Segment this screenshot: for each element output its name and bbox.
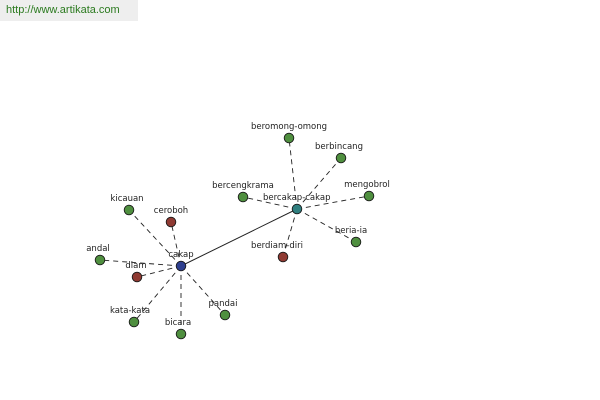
node-diam[interactable]: [131, 271, 143, 283]
edge-bercakap-cakap-berbincang: [296, 157, 342, 210]
edge-cakap-ceroboh: [170, 221, 182, 267]
labels-layer: cakap bercakap-cakap kicauan ceroboh andal di…: [86, 122, 390, 328]
node-label-kata-kata[interactable]: kata-kata: [110, 306, 150, 316]
node-label-mengobrol[interactable]: mengobrol: [344, 180, 390, 190]
node-cakap[interactable]: [175, 260, 187, 272]
edge-cakap-kicauan: [128, 209, 182, 267]
node-beria-ia[interactable]: [350, 236, 362, 248]
node-beromong-omong[interactable]: [283, 132, 295, 144]
node-andal[interactable]: [94, 254, 106, 266]
edges-layer: [99, 137, 370, 334]
edge-cakap-andal: [99, 259, 182, 267]
node-kata-kata[interactable]: [128, 316, 140, 328]
node-label-kicauan[interactable]: kicauan: [110, 194, 143, 204]
node-label-berdiam-diri[interactable]: berdiam-diri: [251, 241, 303, 251]
site-url-banner[interactable]: http://www.artikata.com: [0, 0, 138, 21]
node-label-pandai[interactable]: pandai: [209, 299, 238, 309]
node-mengobrol[interactable]: [363, 190, 375, 202]
node-kicauan[interactable]: [123, 204, 135, 216]
node-bercengkrama[interactable]: [237, 191, 249, 203]
edge-cakap-diam: [136, 265, 182, 278]
node-pandai[interactable]: [219, 309, 231, 321]
node-berbincang[interactable]: [335, 152, 347, 164]
node-label-cakap[interactable]: cakap: [168, 250, 193, 260]
node-label-berbincang[interactable]: berbincang: [315, 142, 363, 152]
node-berdiam-diri[interactable]: [277, 251, 289, 263]
node-label-bercengkrama[interactable]: bercengkrama: [212, 181, 274, 191]
edge-bercakap-cakap-beria-ia: [296, 208, 357, 243]
node-bercakap-cakap[interactable]: [291, 203, 303, 215]
edge-cakap-kata-kata: [133, 265, 182, 323]
node-ceroboh[interactable]: [165, 216, 177, 228]
node-label-beromong-omong[interactable]: beromong-omong: [251, 122, 327, 132]
node-label-diam[interactable]: diam: [125, 261, 146, 271]
node-label-beria-ia[interactable]: beria-ia: [335, 226, 367, 236]
edge-bercakap-cakap-beromong-omong: [288, 137, 298, 210]
node-label-bercakap-cakap[interactable]: bercakap-cakap: [263, 193, 331, 203]
node-label-bicara[interactable]: bicara: [165, 318, 191, 328]
edge-bercakap-cakap-mengobrol: [296, 195, 370, 210]
node-bicara[interactable]: [175, 328, 187, 340]
node-label-ceroboh[interactable]: ceroboh: [154, 206, 188, 216]
edge-cakap-pandai: [180, 265, 226, 316]
node-label-andal[interactable]: andal: [86, 244, 110, 254]
edge-cakap-bercakap-cakap: [180, 208, 298, 267]
nodes-layer: [94, 132, 375, 340]
edge-bercakap-cakap-bercengkrama: [242, 196, 298, 210]
